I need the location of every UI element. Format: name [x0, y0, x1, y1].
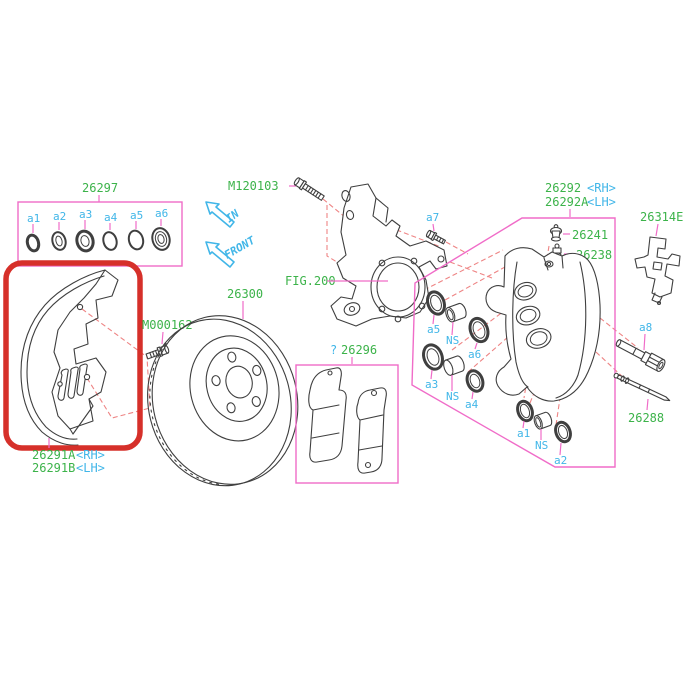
piston-ns-2[interactable]: NS [446, 390, 459, 403]
seal-kit-item-a6[interactable]: a6 [155, 207, 168, 220]
caliper-body-drawing [485, 247, 601, 402]
dust-shield-pn-rh[interactable]: 26291A [32, 448, 76, 462]
caliper-seal-a6[interactable]: a6 [468, 348, 481, 361]
lock-pin-part-number[interactable]: 26288 [628, 411, 664, 425]
front-arrow-icon [205, 241, 235, 268]
pads-prefix: ? [330, 343, 337, 357]
seal-kit-item-a2[interactable]: a2 [53, 210, 66, 223]
seal-kit-item-a5[interactable]: a5 [130, 209, 143, 222]
caliper-seal-a1[interactable]: a1 [517, 427, 530, 440]
knuckle-bolt-drawing [293, 177, 325, 201]
lock-pin-drawing [613, 372, 671, 402]
pads-box [295, 364, 399, 484]
seal-kit-item-a4[interactable]: a4 [104, 211, 118, 224]
shield-bolt-drawing [145, 344, 170, 360]
direction-arrows: IN FRONT [205, 201, 258, 268]
knuckle-bolt-part-number[interactable]: M120103 [228, 179, 279, 193]
caliper-assembly-box [411, 217, 616, 468]
bolt-a7-label[interactable]: a7 [426, 211, 439, 224]
bolt-a7-leader [432, 223, 435, 232]
caliper-pn-rh[interactable]: 26292 [545, 181, 581, 195]
caliper-side-rh: <RH> [587, 181, 616, 195]
seal-kit-part-number[interactable]: 26297 [82, 181, 118, 195]
dust-shield-side-lh: <LH> [76, 461, 105, 475]
pad-clip-leader [655, 223, 659, 237]
pads-part-number[interactable]: 26296 [341, 343, 377, 357]
seal-kit-rings [25, 227, 171, 253]
piston-ns-3[interactable]: NS [535, 439, 548, 452]
caliper-pn-lh[interactable]: 26292A [545, 195, 589, 209]
caliper-seal-a3[interactable]: a3 [425, 378, 438, 391]
piston-seal-drawings [422, 290, 572, 444]
rotor-drawing [147, 315, 299, 487]
guide-pin-a8-label[interactable]: a8 [639, 321, 652, 334]
front-arrow-label: FRONT [222, 234, 258, 262]
knuckle-figure-ref[interactable]: FIG.200 [285, 274, 336, 288]
caliper-side-lh: <LH> [587, 195, 616, 209]
pad-clip-drawing [634, 236, 681, 306]
dust-shield-side-rh: <RH> [76, 448, 105, 462]
shield-bolt-leader [161, 331, 164, 345]
piston-ns-1[interactable]: NS [446, 334, 459, 347]
guide-pin-leader [643, 333, 646, 351]
piston-seal-leaders [430, 314, 562, 456]
in-arrow-icon [205, 201, 235, 228]
caliper-seal-a2[interactable]: a2 [554, 454, 567, 467]
dust-shield-pn-lh[interactable]: 26291B [32, 461, 75, 475]
seal-kit-item-leaders [32, 219, 162, 233]
seal-kit-box [17, 201, 183, 267]
lock-pin-leader [646, 398, 649, 411]
highlight-box-dust-shield [3, 260, 143, 451]
guide-pin-drawing [615, 339, 666, 372]
bolt-a7-drawing [425, 229, 446, 245]
seal-kit-item-a1[interactable]: a1 [27, 212, 40, 225]
caliper-seal-a4[interactable]: a4 [465, 398, 479, 411]
pads-drawing [308, 367, 387, 474]
seal-kit-item-a3[interactable]: a3 [79, 208, 92, 221]
caliper-seal-a5[interactable]: a5 [427, 323, 440, 336]
pad-clip-part-number[interactable]: 26314E [640, 210, 683, 224]
dust-shield-drawing [20, 269, 119, 446]
bleeder-cap-drawing [549, 224, 563, 242]
bleeder-cap-part-number[interactable]: 26241 [572, 228, 608, 242]
shield-bolt-part-number[interactable]: M000162 [142, 318, 193, 332]
rotor-part-number[interactable]: 26300 [227, 287, 263, 301]
